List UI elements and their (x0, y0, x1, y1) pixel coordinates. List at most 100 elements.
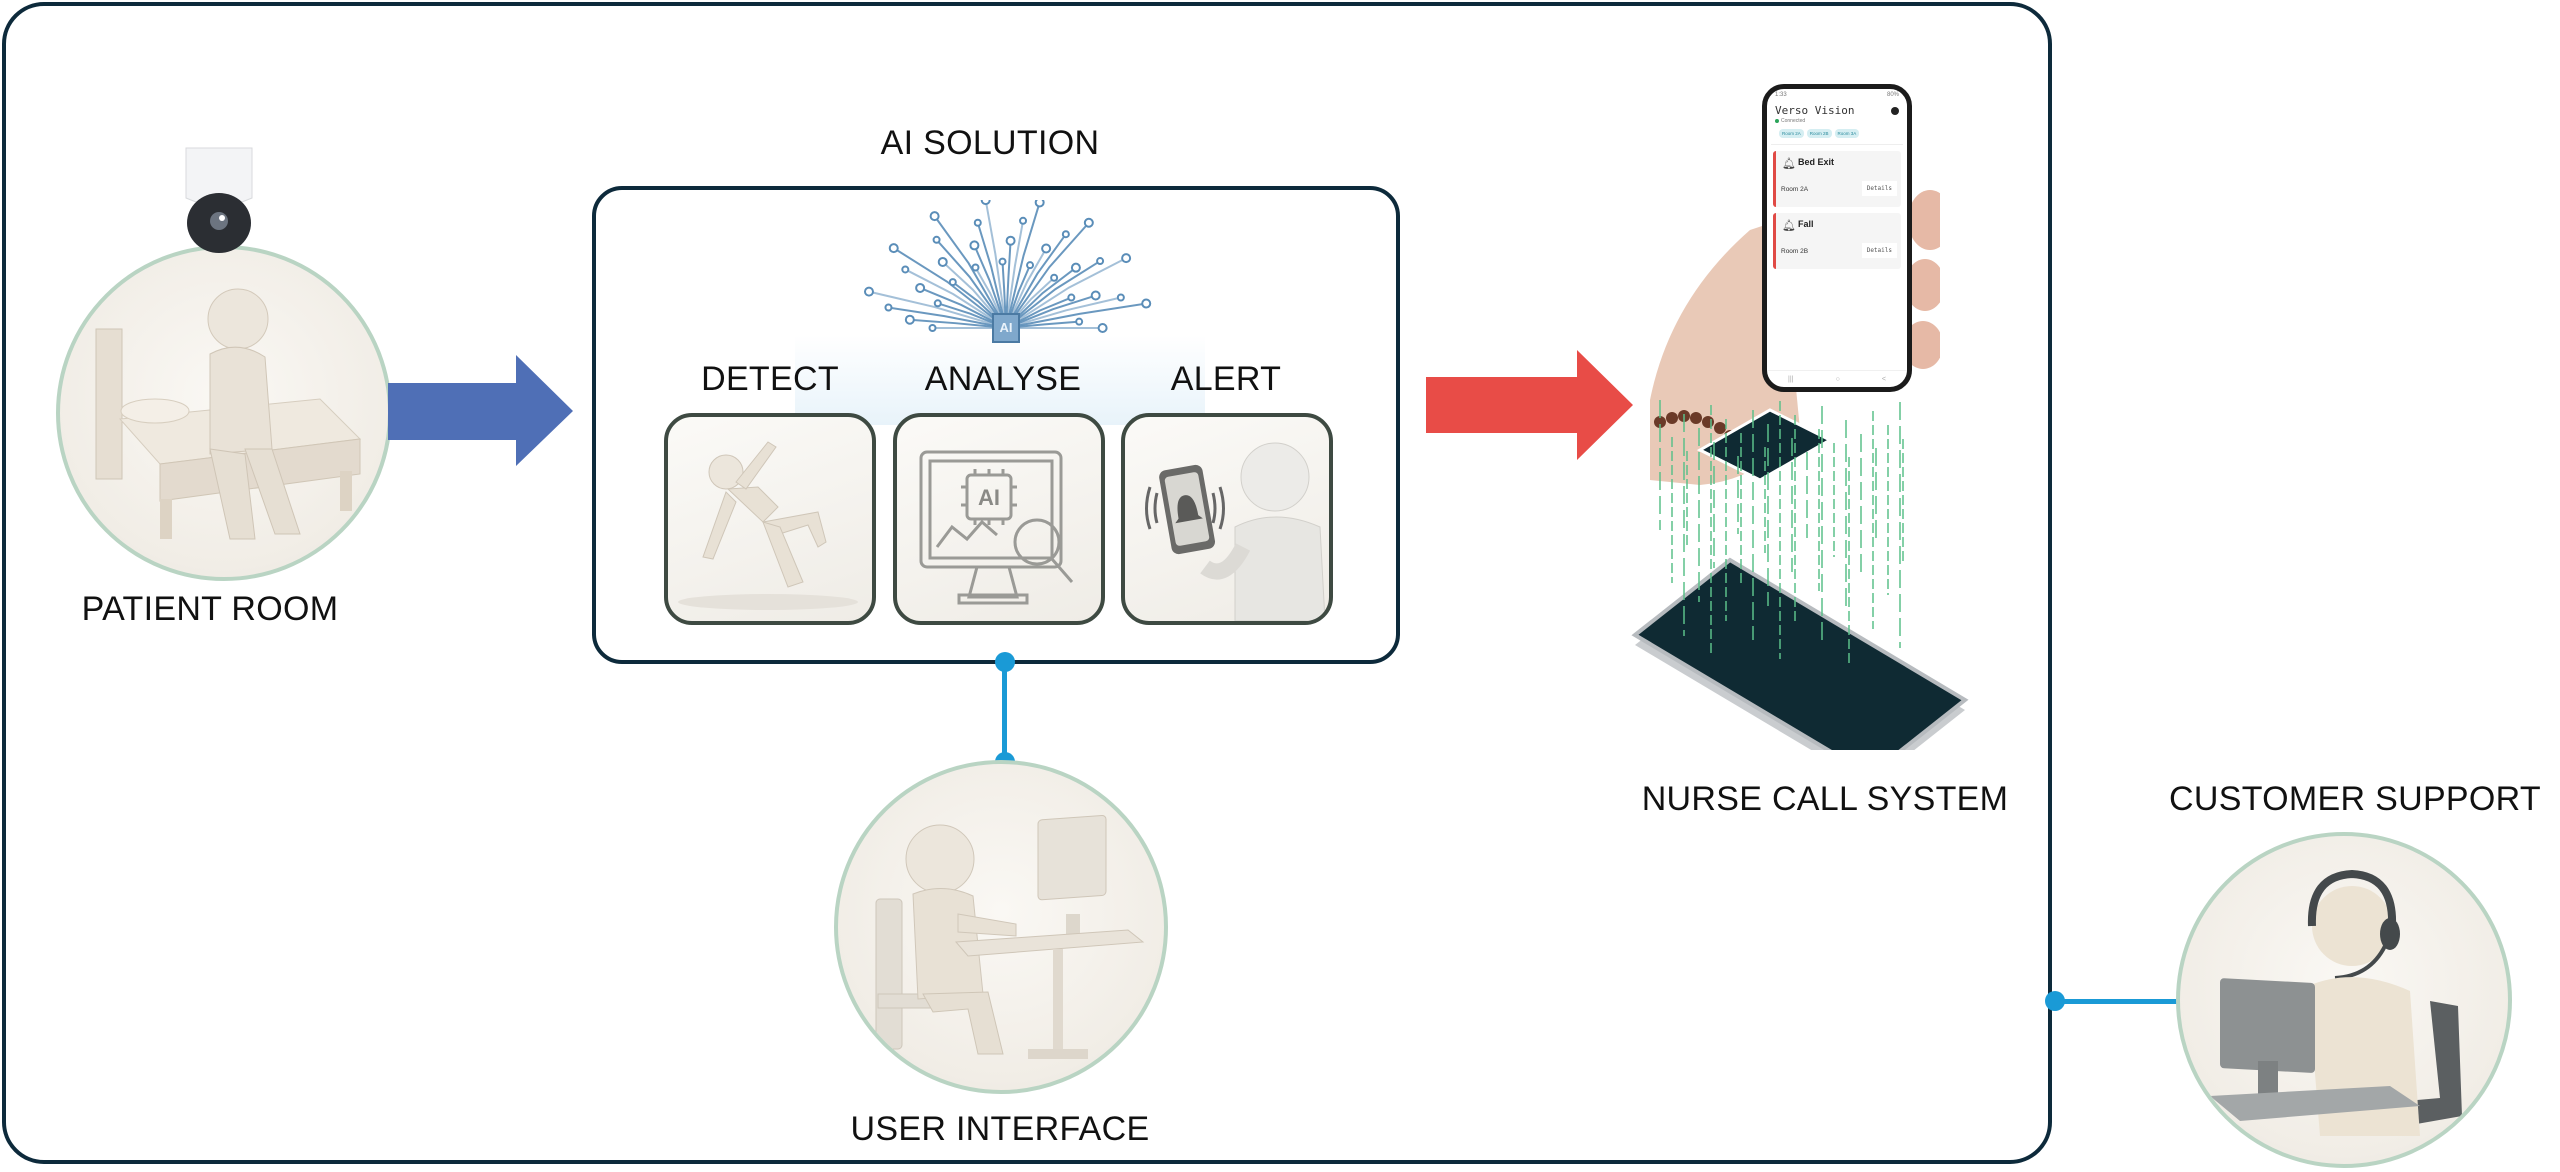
app-title: Verso Vision (1775, 104, 1855, 117)
connector-frame-to-support (2055, 999, 2195, 1004)
circuit-trace (904, 268, 1007, 329)
circuit-node (1096, 257, 1105, 266)
circuit-node (863, 286, 874, 297)
patient-room-label: PATIENT ROOM (81, 590, 339, 628)
user-interface-node[interactable] (834, 760, 1168, 1094)
support-agent-headset-icon (2210, 869, 2462, 1136)
room-chips: Room 2A Room 2B Room 3A (1771, 125, 1903, 145)
circuit-trace (888, 306, 1007, 329)
isometric-phone-data-stream-icon (1631, 400, 1969, 750)
circuit-trace (973, 245, 1007, 329)
circuit-glow (795, 335, 1205, 425)
circuit-node (1097, 323, 1108, 333)
room-chip[interactable]: Room 3A (1834, 129, 1860, 138)
step-detect-label: DETECT (701, 360, 839, 398)
details-button[interactable]: Details (1861, 243, 1897, 258)
nav-recents-button[interactable]: ||| (1788, 375, 1794, 383)
details-button[interactable]: Details (1861, 181, 1897, 196)
circuit-trace (1005, 222, 1090, 329)
circuit-node (1070, 262, 1081, 273)
circuit-node (1116, 293, 1125, 302)
circuit-node (1067, 293, 1076, 302)
phone-nav-bar: ||| ○ < (1767, 370, 1907, 387)
camera-icon (176, 143, 262, 263)
connection-status: Connected (1767, 117, 1907, 125)
system-boundary-frame (2, 2, 2052, 1164)
circuit-node (1034, 200, 1045, 208)
circuit-node (1050, 273, 1059, 282)
connection-status-text: Connected (1781, 118, 1806, 124)
circuit-node (1041, 243, 1052, 254)
connector-ai-to-ui (1002, 662, 1007, 762)
patient-room-node[interactable] (56, 245, 392, 581)
alert-card-fall[interactable]: 🔔︎ Fall Room 2B Details (1773, 213, 1901, 269)
alert-card-bed-exit[interactable]: 🔔︎ Bed Exit Room 2A Details (1773, 151, 1901, 207)
circuit-node (1005, 235, 1016, 246)
nurse-call-phone[interactable]: 1:33 80% Verso Vision Connected Room 2A … (1762, 84, 1912, 392)
circuit-node (929, 211, 940, 222)
circuit-trace (1005, 220, 1025, 329)
circuit-node (1141, 298, 1152, 309)
room-chip[interactable]: Room 2A (1779, 129, 1804, 138)
bell-ringing-icon: 🔔︎ (1782, 220, 1796, 232)
user-interface-label: USER INTERFACE (850, 1110, 1150, 1148)
circuit-trace (935, 239, 1007, 329)
circuit-trace (1005, 294, 1096, 329)
circuit-node (1121, 253, 1132, 264)
analyse-ai-text: AI (978, 485, 1000, 510)
circuit-trace (868, 290, 1007, 329)
circuit-node (1061, 230, 1070, 239)
step-analyse-label: ANALYSE (924, 360, 1082, 398)
step-analyse-card[interactable]: AI (893, 413, 1105, 625)
customer-support-node[interactable] (2176, 832, 2512, 1168)
circuit-trace (984, 200, 1007, 329)
circuit-node (1019, 216, 1028, 225)
settings-gear-icon[interactable] (1891, 106, 1899, 115)
step-alert-label: ALERT (1170, 360, 1282, 398)
person-at-computer-icon (875, 815, 1145, 1059)
circuit-trace (919, 287, 1007, 329)
alert-room: Room 2B (1781, 248, 1809, 255)
circuit-trace (976, 222, 1007, 329)
alert-type: Fall (1798, 219, 1814, 229)
circuit-node (928, 324, 937, 332)
circuit-node (948, 278, 957, 287)
ai-chip-icon: AI (992, 313, 1020, 343)
flow-arrow-red (1426, 350, 1633, 460)
phone-status-battery: 80% (1886, 92, 1899, 98)
bell-ringing-icon: 🔔︎ (1782, 158, 1796, 170)
circuit-trace (1005, 240, 1012, 329)
step-alert-card[interactable] (1121, 413, 1333, 625)
connected-dot-icon (1775, 119, 1779, 123)
circuit-node (1075, 317, 1084, 326)
circuit-node (888, 243, 899, 254)
falling-person-icon (678, 441, 858, 610)
step-detect-card[interactable] (664, 413, 876, 625)
circuit-node (969, 240, 980, 251)
circuit-node (1090, 290, 1101, 301)
circuit-trace (893, 247, 1007, 329)
customer-support-label: CUSTOMER SUPPORT (2169, 780, 2541, 818)
patient-on-bed-icon (95, 288, 362, 540)
person-phone-bell-icon (1145, 442, 1326, 621)
flow-arrow-blue (388, 355, 573, 466)
circuit-node (932, 235, 941, 244)
circuit-trace (1005, 302, 1147, 329)
circuit-node (884, 303, 893, 312)
alert-type: Bed Exit (1798, 157, 1835, 167)
circuit-node (933, 299, 942, 308)
ai-monitor-magnifier-icon: AI (919, 450, 1074, 605)
room-chip[interactable]: Room 2B (1806, 129, 1832, 138)
circuit-trace (1005, 257, 1127, 329)
circuit-node (973, 218, 982, 227)
circuit-node (937, 256, 948, 267)
ai-solution-title: AI SOLUTION (880, 124, 1100, 162)
circuit-trace (1005, 260, 1101, 329)
circuit-trace (1005, 248, 1047, 329)
circuit-node (904, 314, 915, 325)
circuit-node (915, 282, 926, 293)
nav-home-button[interactable]: ○ (1835, 375, 1840, 383)
circuit-trace (1005, 296, 1122, 329)
nav-back-button[interactable]: < (1881, 375, 1886, 383)
alert-room: Room 2A (1781, 186, 1809, 193)
